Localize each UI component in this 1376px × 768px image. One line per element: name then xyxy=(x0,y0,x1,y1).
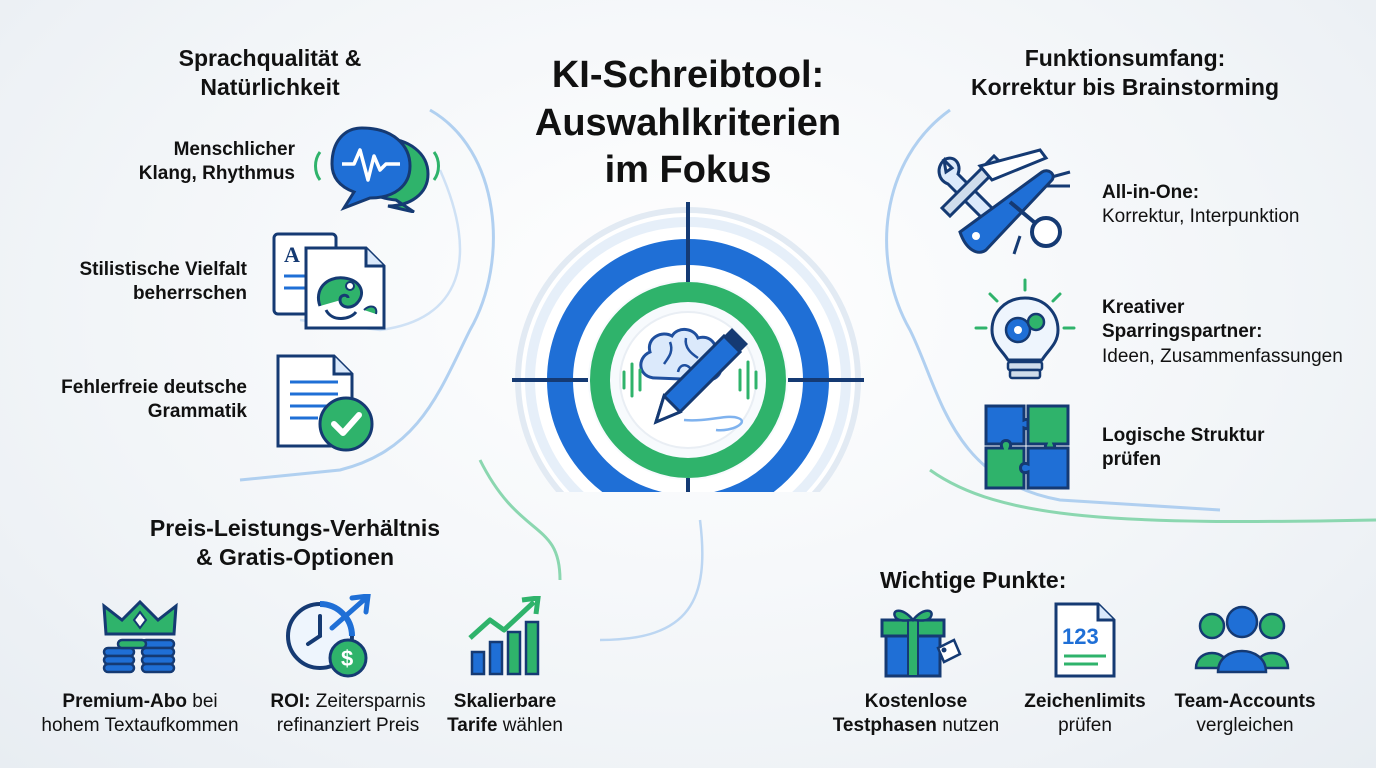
speech-bubble-waveform-icon xyxy=(314,126,440,213)
price-heading: Preis-Leistungs-Verhältnis & Gratis-Opti… xyxy=(149,515,441,570)
growth-chart-icon xyxy=(468,596,541,676)
puzzle-icon xyxy=(984,404,1070,490)
lightbulb-gears-icon xyxy=(974,278,1076,380)
team-users-icon xyxy=(1194,605,1290,674)
quality-item-grammar: Fehlerfreie deutsche Grammatik xyxy=(61,377,247,423)
brain-pen-target-icon xyxy=(512,202,864,492)
document-123-icon: 123 xyxy=(1054,602,1116,678)
document-checkmark-icon xyxy=(276,354,374,452)
features-item-creative: Kreativer Sparringspartner: Ideen, Zusam… xyxy=(1102,297,1343,367)
important-heading: Wichtige Punkte: xyxy=(880,567,1067,593)
features-item-structure: Logische Struktur prüfen xyxy=(1102,425,1265,471)
quality-item-sound: Menschlicher Klang, Rhythmus xyxy=(138,139,295,185)
price-item-premium: Premium-Abo bei hohem Textaufkommen xyxy=(41,691,239,737)
features-heading: Funktionsumfang: Korrektur bis Brainstor… xyxy=(971,45,1279,100)
crown-coins-icon xyxy=(102,599,178,674)
gift-box-icon xyxy=(880,609,962,678)
svg-text:A: A xyxy=(284,242,300,267)
page-title: KI-Schreibtool: Auswahlkriterien im Foku… xyxy=(534,54,842,191)
features-item-allinone: All-in-One: Korrektur, Interpunktion xyxy=(1102,182,1300,228)
important-item-trial: Kostenlose Testphasen nutzen xyxy=(832,691,1000,737)
clock-dollar-icon: $ xyxy=(286,594,371,678)
important-item-limits: Zeichenlimits prüfen xyxy=(1024,691,1146,737)
important-item-team: Team-Accounts vergleichen xyxy=(1174,691,1316,737)
svg-text:$: $ xyxy=(341,646,353,671)
price-item-tariffs: Skalierbare Tarife wählen xyxy=(447,691,563,737)
chameleon-document-icon: A xyxy=(272,232,386,330)
quality-item-style: Stilistische Vielfalt beherrschen xyxy=(79,259,247,305)
svg-text:123: 123 xyxy=(1062,624,1099,649)
multitool-icon xyxy=(937,148,1071,255)
quality-heading: Sprachqualität & Natürlichkeit xyxy=(178,45,362,100)
price-item-roi: ROI: Zeitersparnis refinanziert Preis xyxy=(270,691,426,737)
